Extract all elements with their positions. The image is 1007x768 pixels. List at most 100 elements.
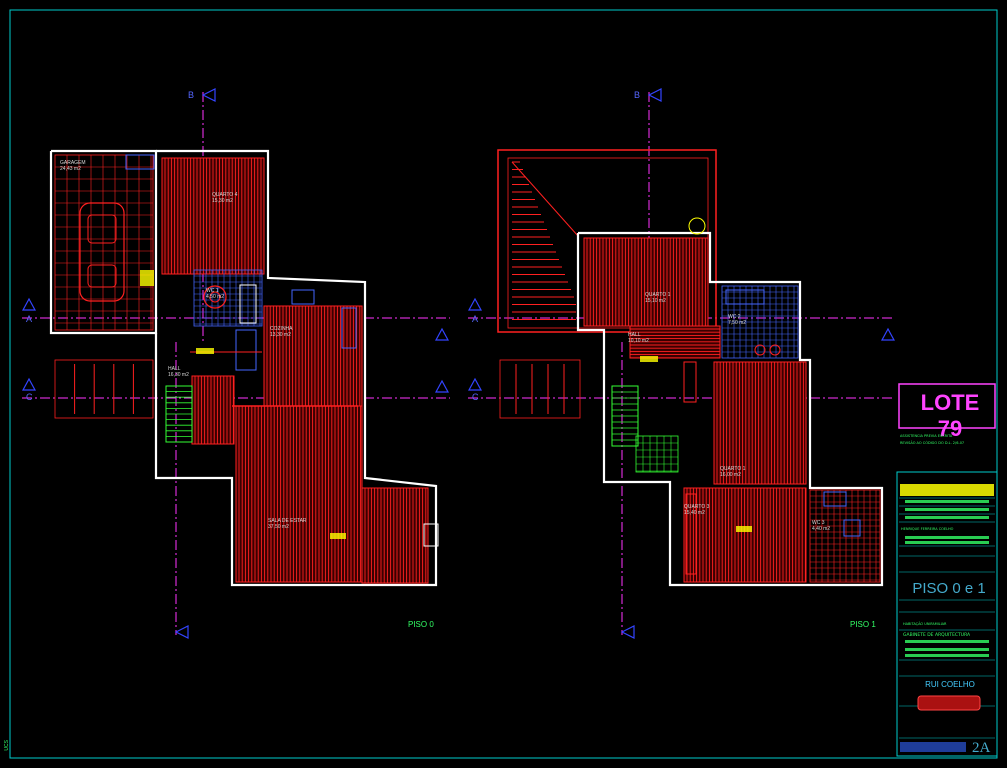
room-quarto4 — [161, 157, 265, 275]
title-text-bar — [905, 640, 989, 643]
axis-marker-a-left — [21, 297, 37, 311]
room-label-hall-0: HALL 16,30 m2 — [168, 366, 189, 378]
roof-outline — [497, 149, 717, 333]
room-label-sala: SALA DE ESTAR 37,50 m2 — [268, 518, 307, 530]
plan-label-piso1: PISO 1 — [850, 620, 876, 629]
room-label-quarto3: QUARTO 3 15,40 m2 — [684, 504, 710, 516]
wc2-sink-a — [754, 344, 766, 356]
fireplace — [423, 523, 439, 547]
quarto3-tag — [736, 526, 752, 532]
drawing-frame — [9, 9, 998, 759]
axis-marker-b-bottom-right — [620, 625, 635, 639]
axis-marker-a-left-triangle — [21, 297, 37, 311]
title-block-lines — [899, 497, 995, 739]
axis-label-b-left: B — [188, 90, 195, 100]
room-label-wc3: WC 3 4,40 m2 — [812, 520, 831, 532]
axis-marker-a-end-right — [880, 327, 896, 341]
architect-logo — [917, 695, 981, 711]
wc1-tiles-outline — [193, 269, 263, 327]
car-windshield — [87, 214, 117, 244]
room-label-quarto1b: QUARTO 1 16,00 m2 — [720, 466, 746, 478]
axis-marker-a-end-left-triangle — [434, 327, 450, 341]
lot-title-box — [898, 383, 996, 429]
axis-marker-c-end-left — [434, 379, 450, 393]
wc1-tiles — [193, 269, 263, 327]
wc2-sink-b — [769, 344, 781, 356]
axis-marker-b-top-right — [647, 88, 662, 102]
plan-label-piso0: PISO 0 — [408, 620, 434, 629]
title-client: HENRIQUE FERREIRA COELHO — [901, 527, 954, 531]
axis-label-b-right: B — [634, 90, 641, 100]
axis-label-a-left: A — [26, 314, 33, 324]
room-label-hall-1: HALL 10,10 m2 — [628, 332, 649, 344]
car-outline — [79, 202, 125, 302]
title-yellow-band — [900, 484, 994, 496]
room-cozinha-outline — [263, 305, 363, 407]
wc2-bathtub — [725, 289, 765, 305]
hall0-tag — [196, 348, 214, 354]
sheet-info-bar — [900, 742, 966, 752]
wc3-tiles-outline — [809, 489, 881, 583]
axis-marker-c-right-triangle — [467, 377, 483, 391]
kitchen-hob — [291, 289, 315, 305]
room-cozinha — [263, 305, 363, 407]
parking-left — [54, 359, 154, 419]
wardrobe-2 — [685, 493, 697, 575]
title-text-bar — [905, 536, 989, 539]
axis-marker-c-end-left-triangle — [434, 379, 450, 393]
axis-marker-b-top-right-triangle — [647, 88, 662, 102]
title-category: HABITAÇÃO UNIFAMILIAR — [903, 622, 947, 626]
title-text-bar — [905, 500, 989, 503]
axis-marker-a-right-triangle — [467, 297, 483, 311]
parking-right — [499, 359, 581, 419]
kitchen-counter-right — [341, 307, 357, 349]
axis-marker-a-right — [467, 297, 483, 311]
title-text-bar — [905, 654, 989, 657]
lot-title: LOTE 79 — [920, 390, 980, 441]
axis-marker-b-bottom-left — [174, 625, 189, 639]
room-sala-extension — [361, 487, 429, 584]
wc1-shower — [203, 285, 227, 309]
roof-diagonal — [511, 161, 579, 237]
title-text-bar — [905, 648, 989, 651]
chimney-mark — [688, 217, 706, 235]
room-sala-extension-outline — [361, 487, 429, 584]
wall-main-0 — [154, 149, 438, 587]
title-text-bar — [905, 541, 989, 544]
title-block-frame — [896, 471, 998, 757]
axis-marker-c-left-triangle — [21, 377, 37, 391]
wall-main-1 — [576, 231, 884, 587]
room-label-wc2: WC 2 7,50 m2 — [728, 314, 747, 326]
wc1-shower-drain — [209, 291, 221, 303]
sala-tag — [330, 533, 346, 539]
title-drawing-name: PISO 0 e 1 — [912, 580, 986, 597]
axis-marker-a-end-right-triangle — [880, 327, 896, 341]
axis-label-c-right: C — [472, 392, 479, 402]
hall1-tag — [640, 356, 658, 362]
room-label-garagem: GARAGEM 24,43 m2 — [60, 160, 86, 172]
garage-washer — [125, 154, 155, 170]
axis-marker-a-end-left — [434, 327, 450, 341]
car-rear-window — [87, 264, 117, 288]
room-label-quarto1a: QUARTO 1 15,10 m2 — [645, 292, 671, 304]
axis-label-a-right: A — [472, 314, 479, 324]
axis-marker-b-bottom-left-triangle — [174, 625, 189, 639]
wc1-bathtub — [239, 284, 257, 324]
title-text-bar — [905, 508, 989, 511]
title-sheet-number: 2A — [972, 740, 991, 756]
title-text-bar — [905, 516, 989, 519]
room-hall-1 — [629, 325, 721, 359]
wc3-basin — [823, 491, 847, 507]
title-architect: RUI COELHO — [925, 680, 975, 689]
room-quarto3 — [683, 487, 807, 583]
axis-marker-c-left — [21, 377, 37, 391]
axis-marker-b-top-left — [201, 88, 216, 102]
axis-marker-b-bottom-right-triangle — [620, 625, 635, 639]
stairs-floor0 — [165, 385, 193, 443]
ucs-text: UCS — [4, 740, 10, 751]
room-sala — [235, 405, 363, 583]
room-label-wc1: WC 1 4,50 m2 — [206, 288, 225, 300]
room-label-quarto4: QUARTO 4 15,30 m2 — [212, 192, 238, 204]
axis-label-c-left: C — [26, 392, 33, 402]
